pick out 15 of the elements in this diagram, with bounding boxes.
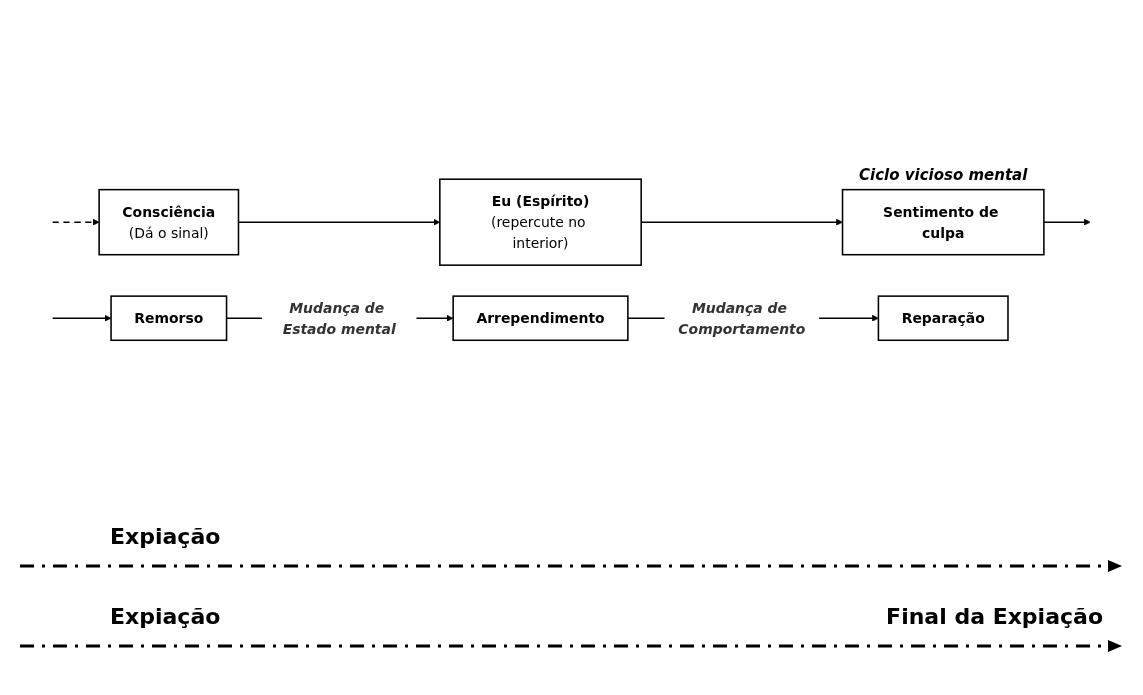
arrow [51, 315, 112, 322]
node-box: Consciência (Dá o sinal) [98, 189, 240, 256]
arrow [51, 219, 100, 226]
node-box: Sentimento de culpa [841, 189, 1045, 256]
node-box: Arrependimento [452, 295, 629, 342]
edge-label: Mudança de Estado mental [282, 299, 396, 338]
timeline-label: Expiação [110, 604, 221, 629]
edge-label: Mudança de Comportamento [678, 299, 806, 338]
node-box: Reparação [877, 295, 1009, 342]
timeline-label: Expiação [110, 524, 221, 549]
node-caption: Ciclo vicioso mental [859, 165, 1028, 184]
arrow [1043, 219, 1091, 226]
node-box: Remorso [110, 295, 228, 342]
node-box: Eu (Espírito) (repercute no interior) [439, 178, 642, 267]
timeline-label: Final da Expiação [886, 604, 1103, 629]
